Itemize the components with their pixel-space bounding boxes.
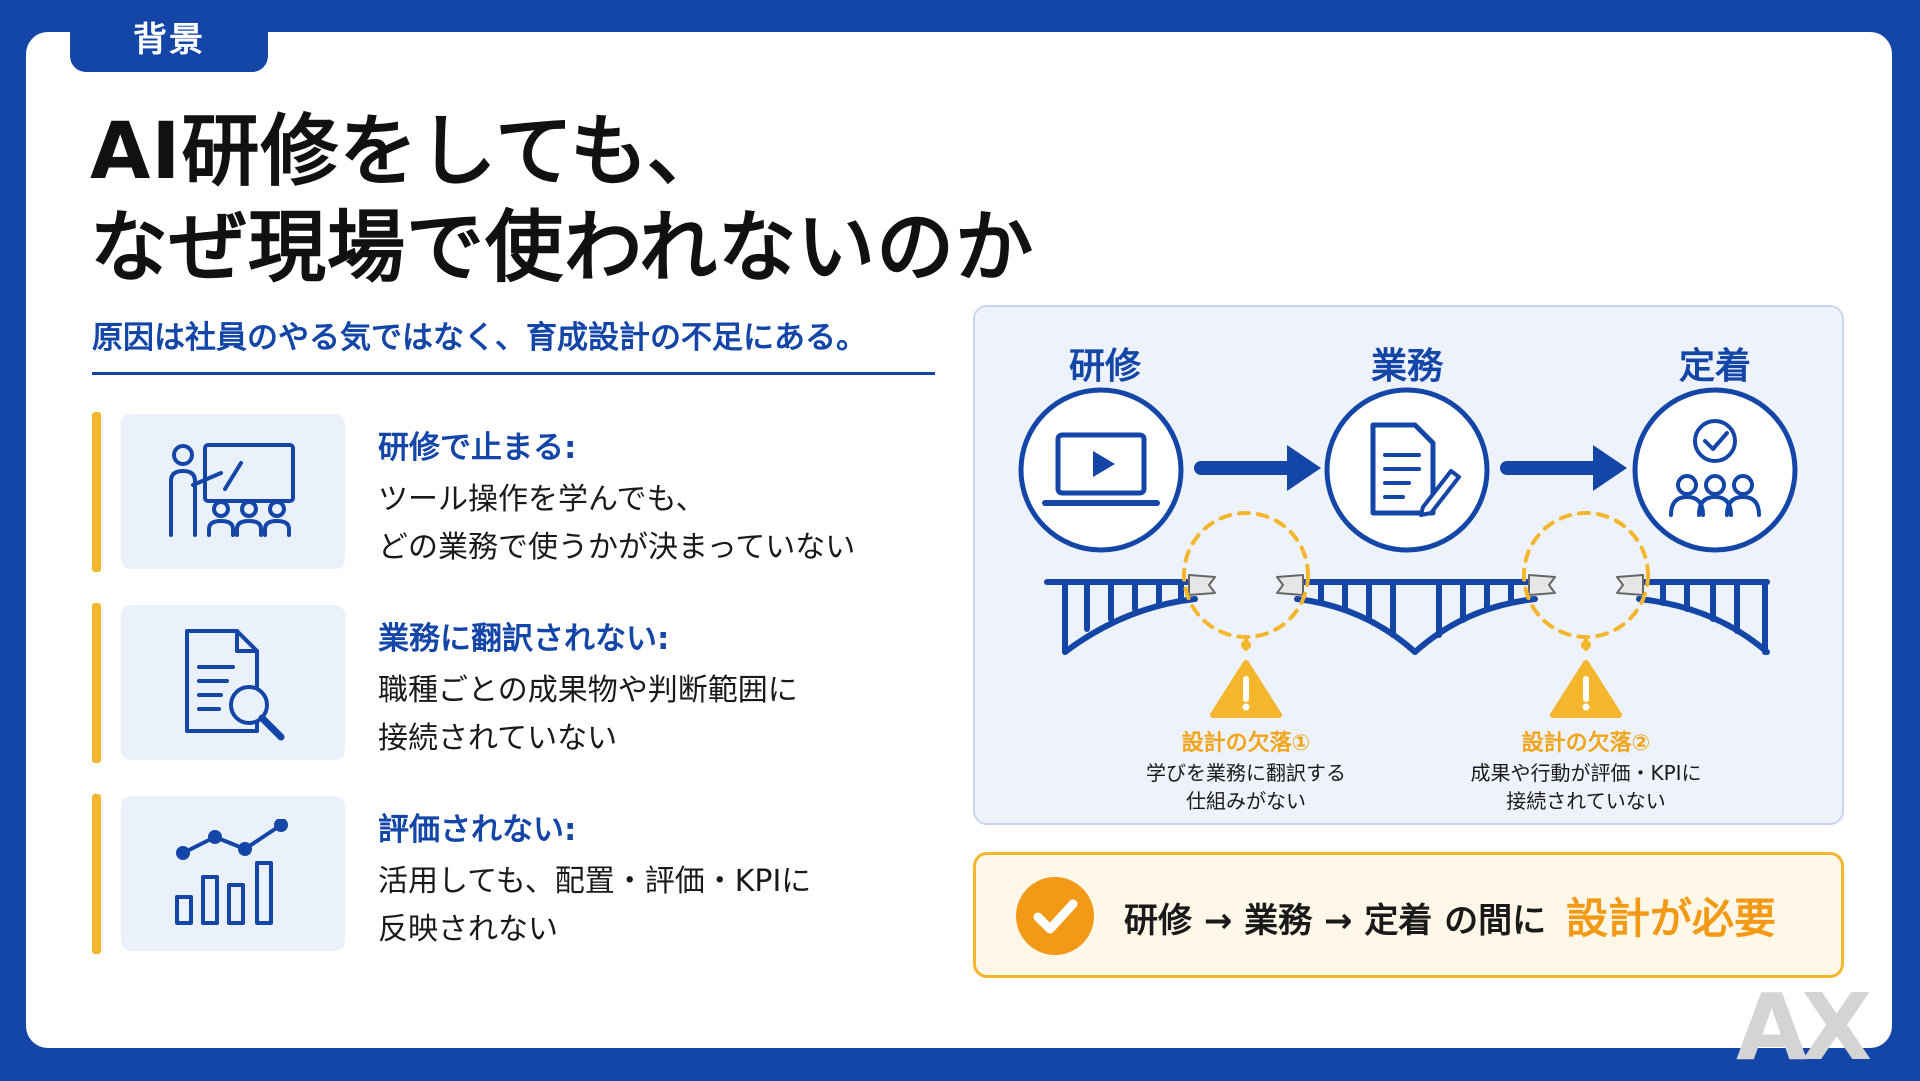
item-body-line: 職種ごとの成果物や判断範囲に bbox=[378, 673, 798, 708]
item-body-line: 活用しても、配置・評価・KPIに bbox=[378, 864, 812, 899]
flow-diagram: 研修 業務 定着 bbox=[973, 305, 1844, 825]
item-body: ツール操作を学んでも、 どの業務で使うかが決まっていない bbox=[378, 476, 855, 572]
item-body-line: 反映されない bbox=[378, 912, 558, 947]
accent-bar bbox=[92, 794, 101, 954]
item-body: 活用しても、配置・評価・KPIに 反映されない bbox=[378, 858, 811, 954]
warning-icon bbox=[1210, 660, 1282, 718]
conclusion-callout: 研修 → 業務 → 定着 の間に 設計が必要 bbox=[973, 852, 1844, 978]
section-tag: 背景 bbox=[70, 0, 268, 72]
cause-item-evaluation: 評価されない: 活用しても、配置・評価・KPIに 反映されない bbox=[92, 794, 942, 954]
stage-label-adoption: 定着 bbox=[1678, 346, 1752, 387]
cause-item-translation: 業務に翻訳されない: 職種ごとの成果物や判断範囲に 接続されていない bbox=[92, 603, 942, 763]
accent-bar bbox=[92, 603, 101, 763]
item-body-line: どの業務で使うかが決まっていない bbox=[378, 530, 856, 565]
cause-item-training: 研修で止まる: ツール操作を学んでも、 どの業務で使うかが決まっていない bbox=[92, 412, 942, 572]
subtitle-underline bbox=[92, 372, 935, 375]
gap-title-1: 設計の欠落① bbox=[1181, 731, 1311, 756]
subtitle: 原因は社員のやる気ではなく、育成設計の不足にある。 bbox=[92, 320, 867, 356]
check-circle-icon bbox=[1016, 877, 1094, 955]
gap-desc-line: 仕組みがない bbox=[1186, 789, 1306, 813]
ax-logo: AX bbox=[1736, 974, 1872, 1081]
page-title: AI研修をしても、 なぜ現場で使われないのか bbox=[90, 104, 1034, 296]
callout-accent: 設計が必要 bbox=[1566, 894, 1777, 943]
gap-desc-line: 成果や行動が評価・KPIに bbox=[1470, 761, 1702, 785]
item-heading: 研修で止まる: bbox=[378, 430, 577, 466]
callout-text: 研修 → 業務 → 定着 の間に bbox=[1124, 901, 1547, 941]
item-heading: 評価されない: bbox=[378, 812, 577, 848]
gap-desc-line: 学びを業務に翻訳する bbox=[1146, 761, 1346, 785]
gap-desc-1: 学びを業務に翻訳する 仕組みがない bbox=[1146, 759, 1346, 815]
accent-bar bbox=[92, 412, 101, 572]
stage-label-work: 業務 bbox=[1370, 346, 1444, 387]
team-check-icon bbox=[1632, 387, 1798, 553]
item-heading: 業務に翻訳されない: bbox=[378, 621, 670, 657]
arrow-right-icon bbox=[1500, 445, 1627, 491]
broken-bridge bbox=[1044, 579, 1770, 655]
item-body: 職種ごとの成果物や判断範囲に 接続されていない bbox=[378, 667, 798, 763]
bar-chart-trend-icon bbox=[121, 796, 345, 951]
title-line-1: AI研修をしても、 bbox=[90, 107, 726, 197]
laptop-play-icon bbox=[1018, 387, 1184, 553]
gap-desc-2: 成果や行動が評価・KPIに 接続されていない bbox=[1470, 759, 1701, 815]
document-pen-icon bbox=[1324, 387, 1490, 553]
title-line-2: なぜ現場で使われないのか bbox=[90, 203, 1035, 293]
stage-label-training: 研修 bbox=[1068, 346, 1142, 387]
item-body-line: 接続されていない bbox=[378, 721, 618, 756]
bridge-break-ends bbox=[1188, 574, 1644, 596]
gap-desc-line: 接続されていない bbox=[1506, 789, 1666, 813]
gap-title-2: 設計の欠落② bbox=[1521, 731, 1651, 756]
document-search-icon bbox=[121, 605, 345, 760]
training-presentation-icon bbox=[121, 414, 345, 569]
item-body-line: ツール操作を学んでも、 bbox=[378, 482, 706, 517]
warning-icon bbox=[1550, 660, 1622, 718]
arrow-right-icon bbox=[1194, 445, 1321, 491]
